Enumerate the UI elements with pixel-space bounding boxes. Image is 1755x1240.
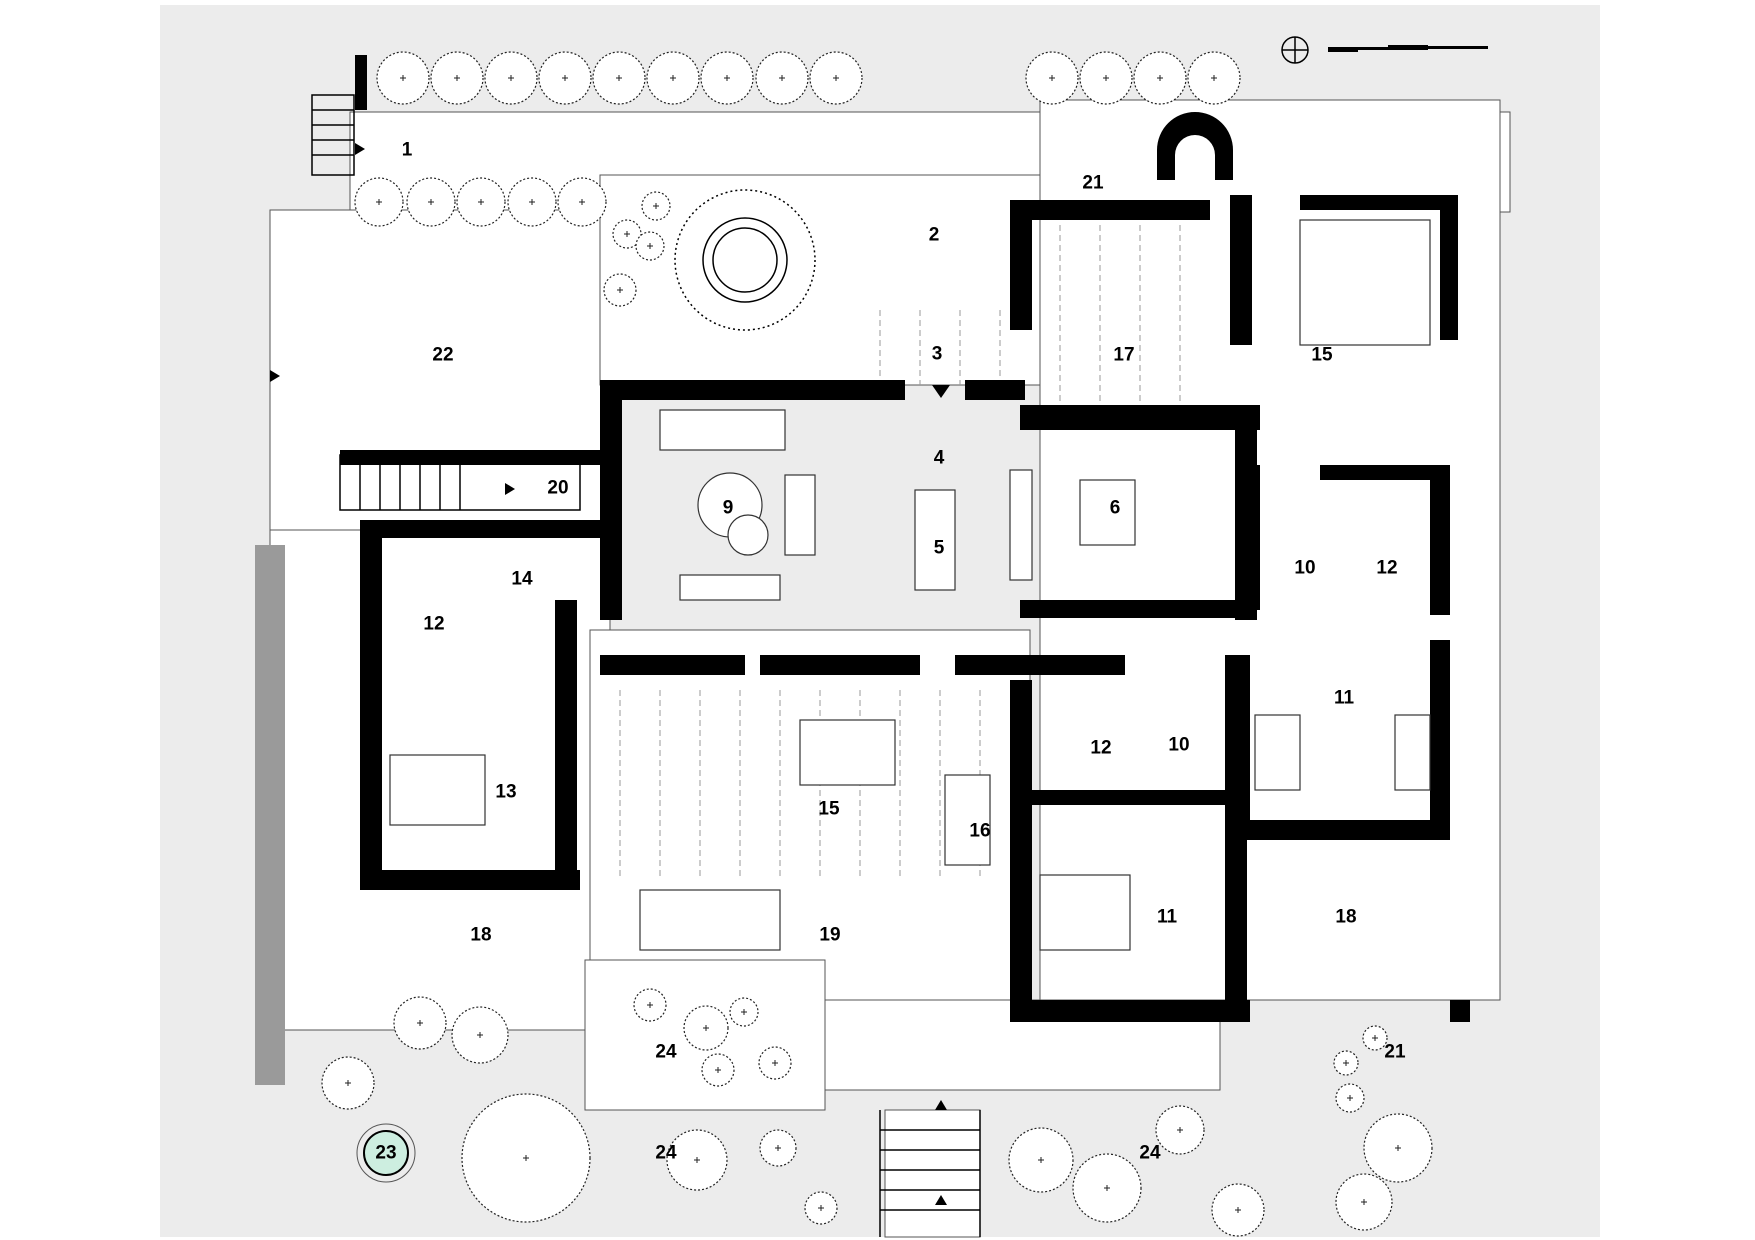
tree-center-mark	[1038, 1157, 1044, 1163]
scale-bar-icon	[1328, 45, 1488, 52]
tree-center-mark	[508, 75, 514, 81]
tree-center-mark	[523, 1155, 529, 1161]
tree-center-mark	[562, 75, 568, 81]
tree-center-mark	[400, 75, 406, 81]
label-bar-16: 16	[969, 820, 991, 842]
round-planter	[674, 189, 816, 331]
tree-center-mark	[1104, 1185, 1110, 1191]
label-closet-14: 14	[511, 568, 533, 590]
tree-center-mark	[741, 1009, 747, 1015]
label-terrace-15-south: 15	[818, 798, 840, 820]
label-bedroom-11-south: 11	[1156, 906, 1178, 928]
label-entrance-3: 3	[931, 343, 943, 365]
label-feature-23: 23	[375, 1142, 397, 1164]
north-arrow-icon	[1281, 36, 1309, 64]
tree-center-mark	[724, 75, 730, 81]
label-bedroom-13: 13	[495, 781, 517, 803]
tree-center-mark	[1347, 1095, 1353, 1101]
tree-center-mark	[818, 1205, 824, 1211]
tree-center-mark	[1049, 75, 1055, 81]
label-bedroom-11-east: 11	[1333, 687, 1355, 709]
tree-center-mark	[772, 1060, 778, 1066]
tree-center-mark	[428, 199, 434, 205]
label-hall-4: 4	[933, 447, 945, 469]
pool	[255, 545, 285, 1085]
label-garden-24-c: 24	[1139, 1142, 1161, 1164]
label-bath-12-west: 12	[423, 613, 445, 635]
stairs	[311, 94, 981, 1237]
tree-center-mark	[1372, 1035, 1378, 1041]
label-service-21-north: 21	[1082, 172, 1104, 194]
tree-center-mark	[617, 287, 623, 293]
trees	[321, 51, 1433, 1237]
tree-center-mark	[478, 199, 484, 205]
label-pool-deck-19: 19	[819, 924, 841, 946]
tree-center-mark	[624, 231, 630, 237]
tree-center-mark	[653, 203, 659, 209]
tree-center-mark	[1103, 75, 1109, 81]
tree-center-mark	[529, 199, 535, 205]
tree-center-mark	[670, 75, 676, 81]
label-garden-18-west: 18	[470, 924, 492, 946]
label-bath-12-center: 12	[1090, 737, 1112, 759]
tree-center-mark	[715, 1067, 721, 1073]
furniture	[389, 219, 1431, 951]
tree-center-mark	[1361, 1199, 1367, 1205]
tree-center-mark	[579, 199, 585, 205]
label-living-9: 9	[722, 497, 734, 519]
label-garden-24-b: 24	[655, 1142, 677, 1164]
tree-center-mark	[417, 1020, 423, 1026]
tree-center-mark	[454, 75, 460, 81]
tree-center-mark	[779, 75, 785, 81]
tree-center-mark	[345, 1080, 351, 1086]
tree-center-mark	[1157, 75, 1163, 81]
label-terrace-1: 1	[401, 139, 413, 161]
label-corridor-10-east: 10	[1294, 557, 1316, 579]
label-patio-15-north: 15	[1311, 344, 1333, 366]
tree-center-mark	[703, 1025, 709, 1031]
tree-center-mark	[1235, 1207, 1241, 1213]
tree-center-mark	[694, 1157, 700, 1163]
feature-23-marker	[363, 1130, 409, 1176]
label-pantry-17: 17	[1113, 344, 1135, 366]
label-garden-24-a: 24	[655, 1041, 677, 1063]
tree-center-mark	[1343, 1060, 1349, 1066]
entrance-arrow-icon	[270, 143, 1178, 1205]
tree-center-mark	[647, 1002, 653, 1008]
label-service-21-south: 21	[1384, 1041, 1406, 1063]
label-garden-18-east: 18	[1335, 906, 1357, 928]
label-courtyard-2: 2	[928, 224, 940, 246]
tree-center-mark	[1211, 75, 1217, 81]
walls	[340, 55, 1470, 1022]
tree-center-mark	[616, 75, 622, 81]
tree-center-mark	[1395, 1145, 1401, 1151]
label-stairs-20: 20	[547, 477, 569, 499]
label-bath-12-east: 12	[1376, 557, 1398, 579]
feature-23-ring	[356, 1123, 416, 1183]
tree-center-mark	[833, 75, 839, 81]
tree-center-mark	[477, 1032, 483, 1038]
tree-center-mark	[376, 199, 382, 205]
label-dining-5: 5	[933, 537, 945, 559]
tree-center-mark	[775, 1145, 781, 1151]
label-kitchen-6: 6	[1109, 497, 1121, 519]
tree-center-mark	[1177, 1127, 1183, 1133]
label-terrace-22: 22	[432, 344, 454, 366]
tree-center-mark	[647, 243, 653, 249]
label-corridor-10-center: 10	[1168, 734, 1190, 756]
